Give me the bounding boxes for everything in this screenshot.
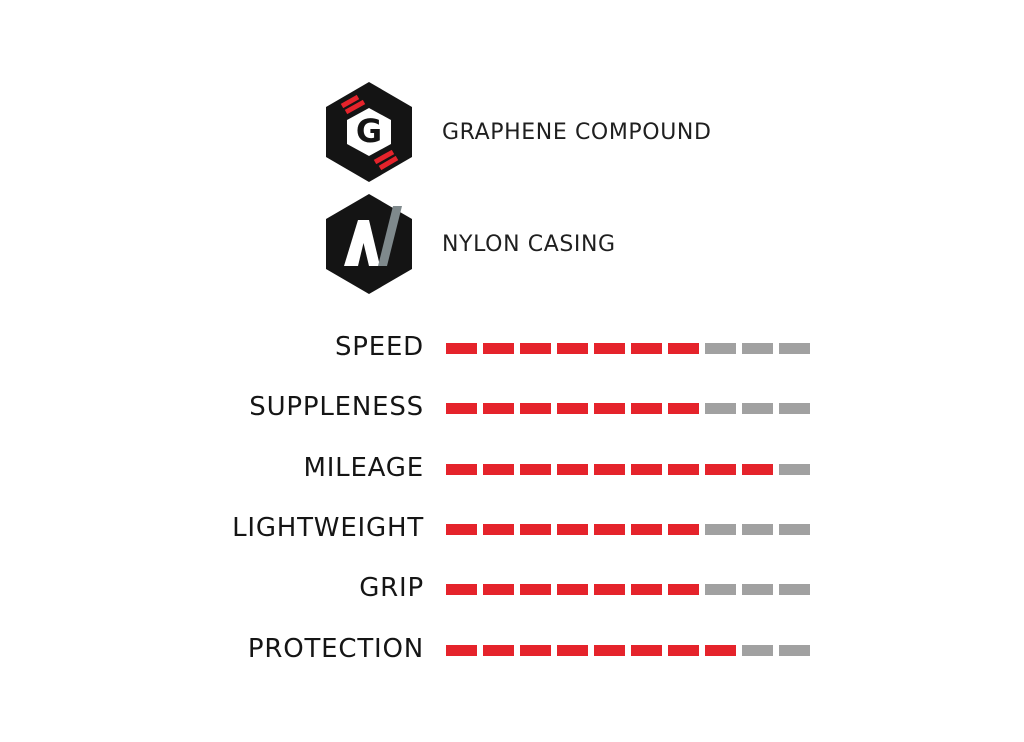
rating-segment-filled <box>520 463 551 475</box>
rating-segment-filled <box>557 343 588 354</box>
badge-accent-stripe <box>373 149 395 165</box>
rating-segment-filled <box>520 523 551 535</box>
rating-segment-filled <box>668 584 699 596</box>
rating-segment-filled <box>446 523 477 535</box>
badge-n-diagonal <box>358 220 380 266</box>
rating-segment-filled <box>668 343 699 354</box>
rating-segment-filled <box>557 463 588 475</box>
feature-nylon-casing: NYLON CASING <box>322 192 616 296</box>
rating-bar <box>446 523 810 535</box>
rating-segment-empty <box>705 343 736 354</box>
rating-segment-filled <box>594 523 625 535</box>
rating-segment-filled <box>557 403 588 415</box>
rating-segment-empty <box>779 403 810 415</box>
rating-row: LIGHTWEIGHT <box>0 510 1024 550</box>
rating-segment-empty <box>742 523 773 535</box>
rating-bar <box>446 644 810 656</box>
rating-segment-filled <box>483 463 514 475</box>
rating-label: GRIP <box>359 573 424 604</box>
rating-bar <box>446 403 810 415</box>
rating-segment-filled <box>594 403 625 415</box>
rating-row: SPEED <box>0 329 1024 369</box>
rating-segment-filled <box>446 343 477 354</box>
rating-segment-empty <box>779 463 810 475</box>
rating-label: PROTECTION <box>247 633 424 664</box>
rating-label: SPEED <box>334 332 424 362</box>
rating-segment-filled <box>594 584 625 596</box>
rating-bar <box>446 584 810 596</box>
rating-segment-filled <box>631 523 662 535</box>
rating-segment-filled <box>483 523 514 535</box>
graphene-compound-badge-icon: G <box>326 82 412 182</box>
rating-segment-empty <box>742 403 773 415</box>
rating-segment-filled <box>631 584 662 596</box>
rating-segment-filled <box>668 644 699 656</box>
rating-segment-filled <box>446 584 477 596</box>
rating-segment-empty <box>779 584 810 596</box>
rating-segment-filled <box>446 463 477 475</box>
rating-segment-filled <box>446 644 477 656</box>
rating-bar <box>446 463 810 475</box>
rating-segment-filled <box>594 343 625 354</box>
rating-segment-filled <box>668 523 699 535</box>
rating-segment-filled <box>483 343 514 354</box>
feature-graphene-compound: G GRAPHENE COMPOUND <box>322 80 712 184</box>
rating-segment-filled <box>631 343 662 354</box>
rating-segment-filled <box>520 403 551 415</box>
rating-segment-empty <box>742 644 773 656</box>
rating-segment-filled <box>668 463 699 475</box>
rating-segment-filled <box>520 343 551 354</box>
rating-row: PROTECTION <box>0 631 1024 671</box>
rating-segment-filled <box>594 463 625 475</box>
rating-segment-filled <box>557 644 588 656</box>
rating-segment-filled <box>631 644 662 656</box>
badge-letter: G <box>356 112 382 150</box>
rating-segment-empty <box>705 523 736 535</box>
rating-row: MILEAGE <box>0 450 1024 490</box>
rating-segment-filled <box>705 463 736 475</box>
feature-label: GRAPHENE COMPOUND <box>442 119 712 145</box>
rating-segment-empty <box>779 343 810 354</box>
rating-segment-filled <box>668 403 699 415</box>
rating-segment-filled <box>557 523 588 535</box>
rating-segment-empty <box>742 343 773 354</box>
rating-segment-filled <box>520 584 551 596</box>
rating-segment-empty <box>779 523 810 535</box>
rating-segment-empty <box>705 584 736 596</box>
badge-inner-hexagon <box>347 108 391 156</box>
rating-segment-filled <box>705 644 736 656</box>
rating-segment-filled <box>483 403 514 415</box>
nylon-casing-badge-icon <box>326 194 412 294</box>
rating-segment-filled <box>520 644 551 656</box>
rating-segment-filled <box>483 644 514 656</box>
rating-segment-filled <box>631 403 662 415</box>
badge-accent-stripe <box>340 94 360 109</box>
badge-n-slash <box>378 206 402 266</box>
rating-segment-filled <box>742 463 773 475</box>
rating-segment-filled <box>631 463 662 475</box>
rating-label: MILEAGE <box>303 452 424 483</box>
rating-row: SUPPLENESS <box>0 389 1024 429</box>
rating-label: SUPPLENESS <box>249 392 424 423</box>
feature-label: NYLON CASING <box>442 231 616 257</box>
rating-segment-filled <box>557 584 588 596</box>
rating-segment-filled <box>483 584 514 596</box>
rating-segment-empty <box>779 644 810 656</box>
rating-segment-filled <box>446 403 477 415</box>
badge-accent-stripe <box>378 155 399 171</box>
rating-segment-empty <box>742 584 773 596</box>
badge-accent-stripe <box>344 99 366 115</box>
rating-row: GRIP <box>0 570 1024 610</box>
rating-bar <box>446 343 810 354</box>
rating-segment-filled <box>594 644 625 656</box>
rating-label: LIGHTWEIGHT <box>232 512 424 543</box>
rating-segment-empty <box>705 403 736 415</box>
